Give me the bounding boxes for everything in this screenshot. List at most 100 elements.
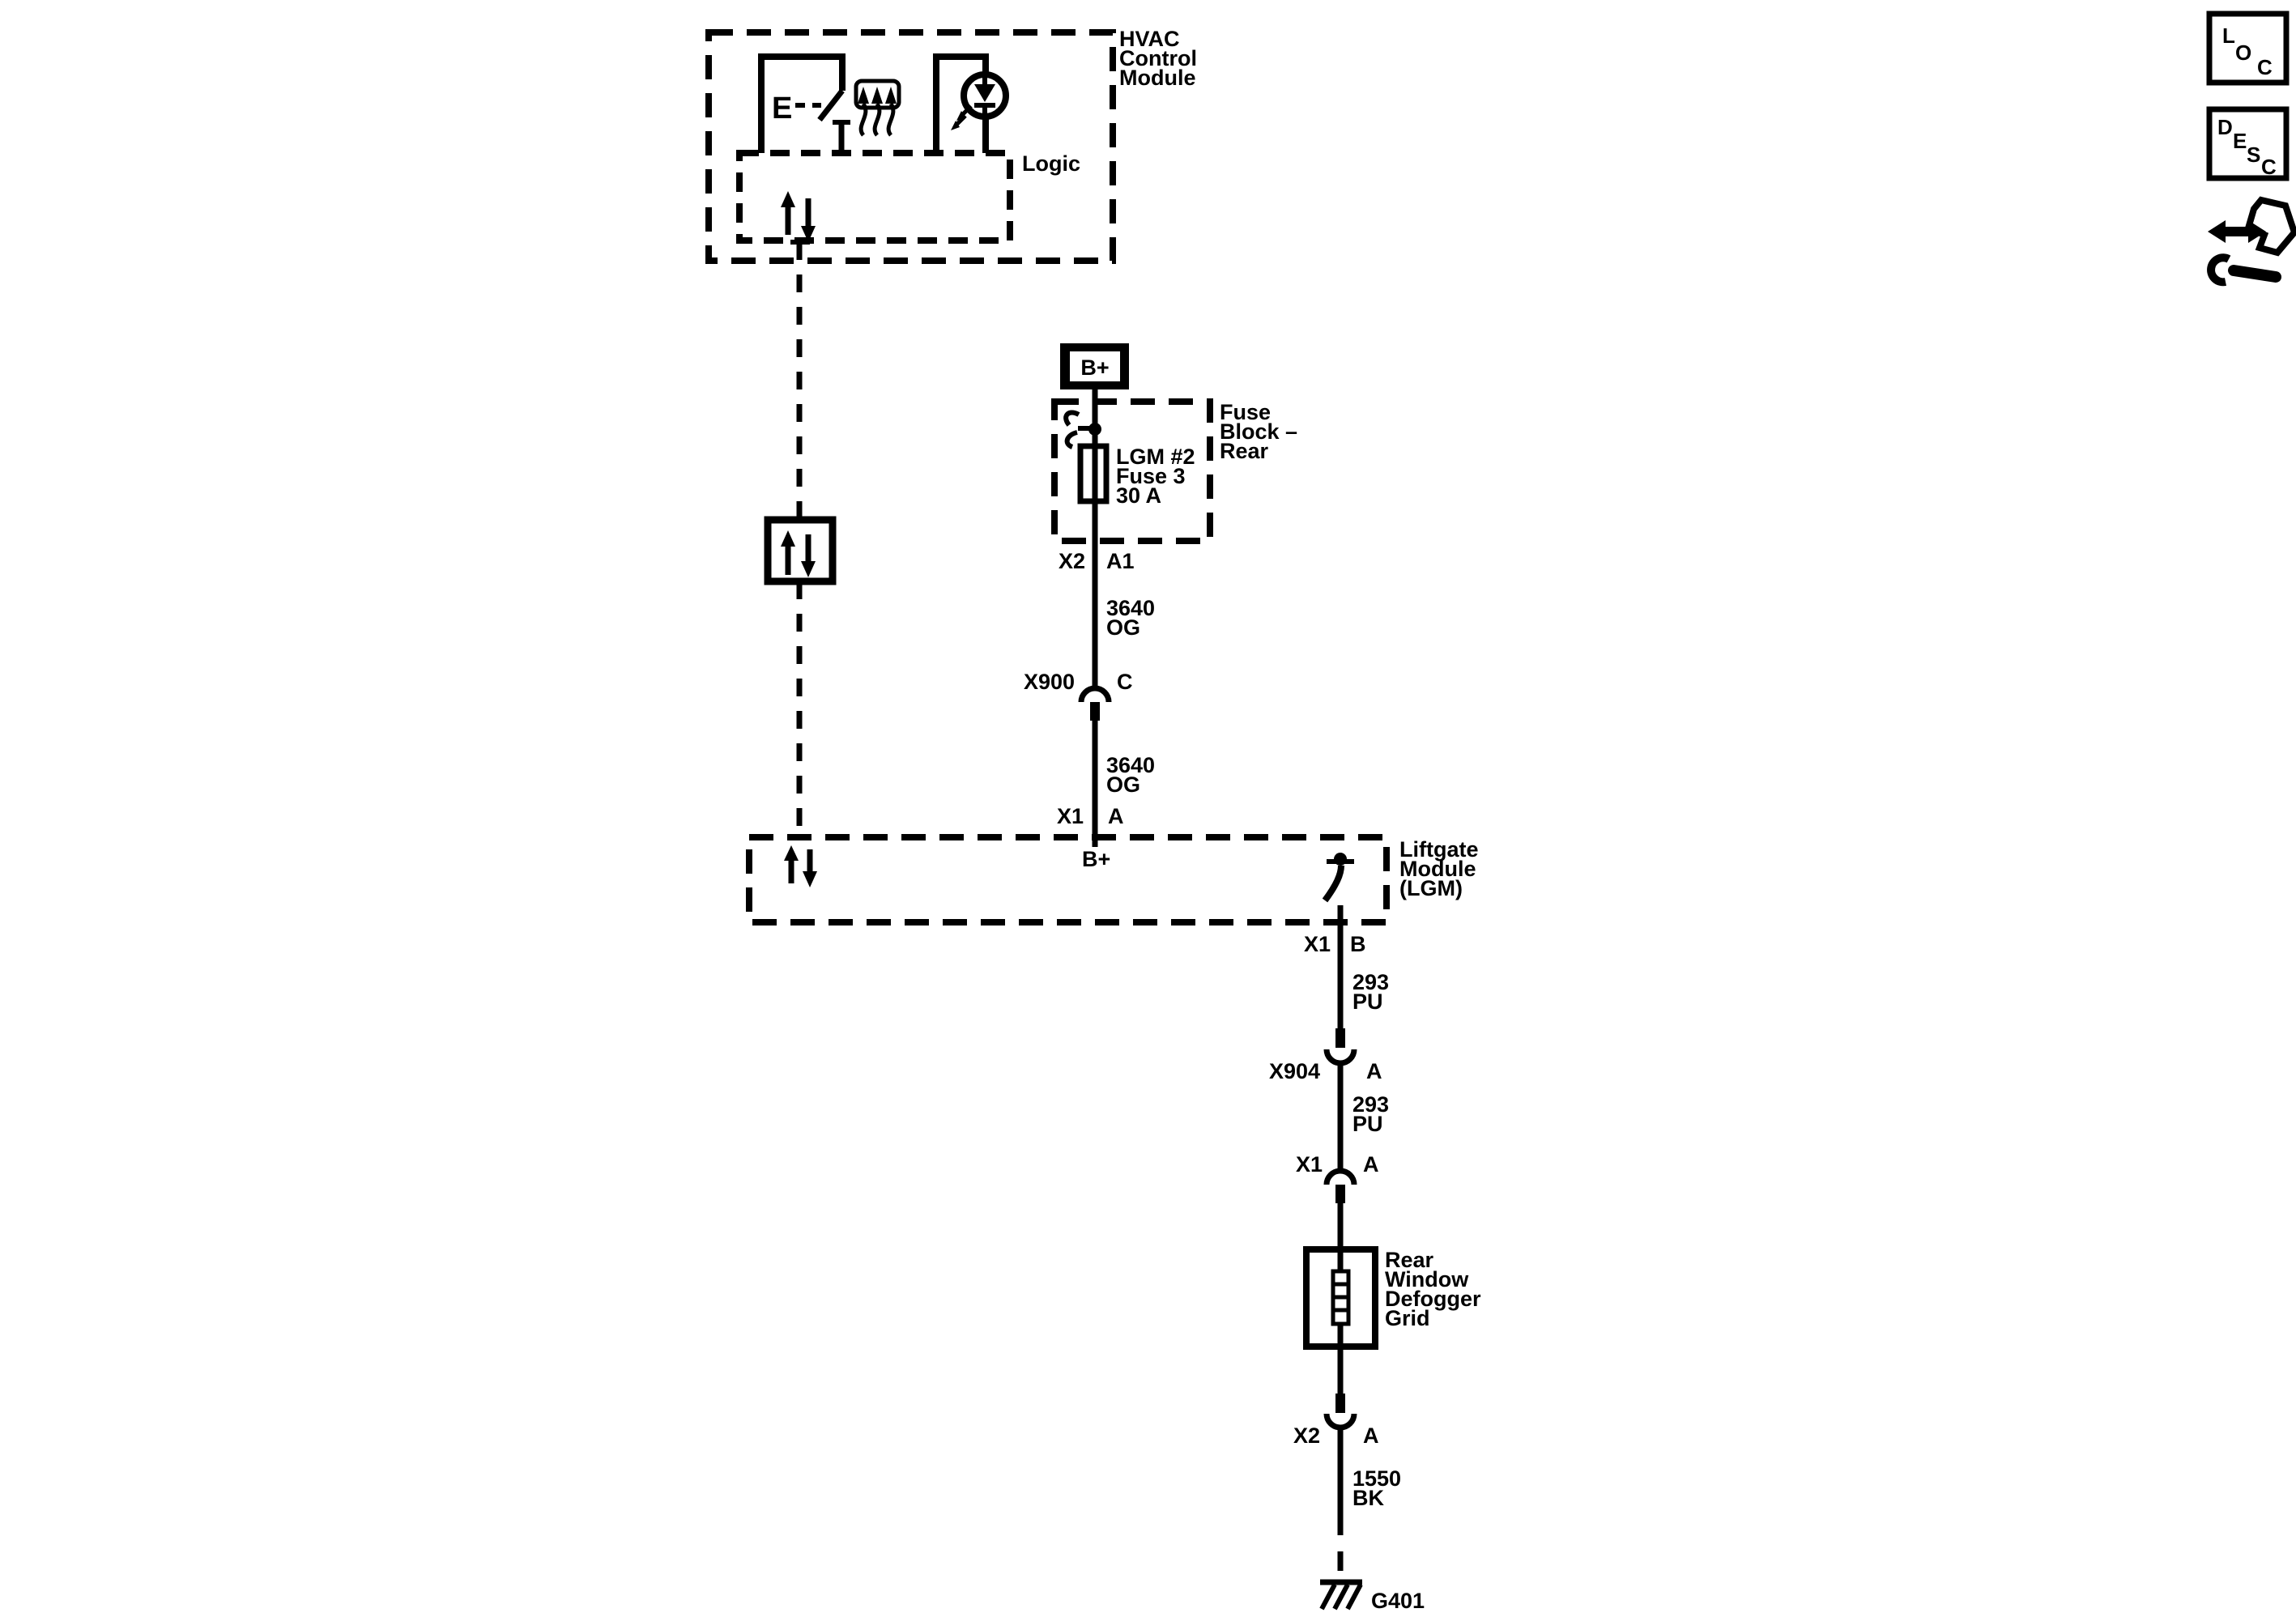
lgm-relay-contact	[1322, 853, 1354, 922]
loc-icon-frame	[2206, 11, 2290, 86]
serial-data-line	[764, 242, 837, 837]
ground-tooth	[1332, 1583, 1350, 1611]
desc-icon-letter: D	[2217, 115, 2233, 139]
contact-pivot-dot	[1334, 853, 1347, 866]
fuse-block-label-line2: Block –	[1220, 419, 1297, 444]
connector-pin: A1	[1106, 549, 1135, 573]
connector-lgm-out: X1 B	[1304, 932, 1366, 956]
switch-actuator-label: E	[772, 91, 792, 126]
logic-outline	[736, 150, 1013, 244]
repair-parts-icon[interactable]	[2207, 196, 2296, 287]
connector-name: X904	[1269, 1059, 1320, 1083]
wire-label-293-pu-lower: 293 PU	[1352, 1092, 1389, 1136]
lgm-label-line1: Liftgate	[1399, 837, 1479, 862]
desc-icon-letter: S	[2247, 143, 2260, 167]
wire-color-code: OG	[1106, 772, 1140, 797]
connector-grid-out: X2 A	[1293, 1394, 1379, 1448]
connector-socket-arc	[1323, 1049, 1357, 1066]
connector-grid-in: X1 A	[1296, 1152, 1379, 1203]
connector-name: X1	[1057, 804, 1084, 828]
wire-circuit-number: 3640	[1106, 596, 1155, 620]
grid-label-line3: Defogger	[1385, 1287, 1481, 1311]
rear-window-defogger-grid: Rear Window Defogger Grid	[1303, 1246, 1481, 1350]
wire-circuit-number: 293	[1352, 970, 1389, 994]
serial-down-arrowhead	[803, 871, 817, 887]
switch-blade	[817, 88, 845, 122]
led-emission-arrowhead	[951, 121, 960, 130]
hvac-module-label-line1: HVAC	[1119, 27, 1180, 51]
connector-pin: A	[1108, 804, 1124, 828]
defog-icon-arrowhead	[858, 87, 869, 104]
connector-socket-arc	[1078, 685, 1112, 703]
desc-icon-letter: E	[2233, 129, 2247, 153]
desc-icon-frame	[2206, 106, 2290, 181]
switch-body	[758, 53, 846, 153]
led-diode-triangle	[974, 84, 995, 102]
connector-pin: A	[1363, 1423, 1379, 1448]
wire-color-code: PU	[1352, 1112, 1383, 1136]
connector-pin: A	[1366, 1059, 1382, 1083]
loc-icon[interactable]: L O C	[2206, 11, 2290, 86]
connector-name: X1	[1304, 932, 1331, 956]
defog-icon-wave	[886, 102, 896, 137]
connector-pin-terminal	[1335, 1028, 1345, 1048]
fuse-block-outline	[1051, 398, 1213, 544]
b-plus-box-inner	[1070, 351, 1120, 381]
connector-name: X2	[1059, 549, 1085, 573]
connector-socket-arc	[1323, 1413, 1357, 1431]
hvac-module-label-line2: Control	[1119, 46, 1197, 70]
fuse-label-line2: Fuse 3	[1116, 464, 1186, 488]
defog-icon-arrowhead	[885, 87, 897, 104]
fuse-symbol	[1077, 443, 1110, 504]
liftgate-module: Liftgate Module (LGM) B+	[746, 834, 1479, 926]
serial-down-arrowhead	[801, 226, 816, 242]
wrench-handle-icon	[2228, 265, 2281, 283]
serial-link-box	[764, 516, 837, 585]
lgm-outline	[746, 834, 1390, 926]
loc-icon-letter: O	[2235, 40, 2251, 65]
logic-label: Logic	[1022, 151, 1080, 176]
logic-block: Logic	[736, 150, 1080, 245]
desc-icon[interactable]: D E S C	[2206, 106, 2290, 181]
connector-pin: B	[1350, 932, 1366, 956]
lgm-serial-arrows	[784, 845, 817, 887]
wire-label-1550-bk: 1550 BK	[1352, 1466, 1401, 1510]
ground-g401: G401	[1319, 1579, 1425, 1613]
serial-up-arrowhead	[784, 845, 799, 861]
grid-label-line4: Grid	[1385, 1306, 1430, 1330]
connector-socket-arc	[1323, 1168, 1357, 1185]
connector-pin: C	[1117, 670, 1133, 694]
inline-connector-x904: X904 A	[1269, 1028, 1382, 1083]
connector-pin-terminal	[1335, 1185, 1345, 1203]
inline-connector-x900: X900 C	[1024, 670, 1133, 721]
serial-down-arrowhead	[801, 561, 816, 577]
defogger-switch-symbol: E	[758, 53, 850, 153]
loc-icon-letter: C	[2257, 55, 2273, 79]
wire-color-code: OG	[1106, 615, 1140, 640]
hvac-module-outline	[705, 29, 1116, 264]
connector-pin-terminal	[1335, 1394, 1345, 1413]
fuse-block-label-line1: Fuse	[1220, 400, 1271, 424]
connector-name: X900	[1024, 670, 1075, 694]
serial-data-link-symbol	[764, 516, 837, 585]
ground-label: G401	[1371, 1589, 1425, 1613]
grid-label-line1: Rear	[1385, 1248, 1434, 1272]
defog-icon-wave	[872, 102, 882, 137]
wire-color-code: PU	[1352, 989, 1383, 1014]
wrench-head-icon	[2207, 253, 2231, 287]
double-arrow-icon	[2208, 220, 2266, 243]
wire-circuit-number: 293	[1352, 1092, 1389, 1117]
fuse-label-line1: LGM #2	[1116, 445, 1195, 469]
contact-blade	[1322, 865, 1344, 903]
defog-icon-wave	[858, 102, 868, 137]
serial-up-arrowhead	[781, 530, 795, 547]
fuse-label-line3: 30 A	[1116, 483, 1161, 508]
lgm-label-line3: (LGM)	[1399, 876, 1463, 900]
connector-fuseblock-out: X2 A1	[1059, 549, 1135, 573]
desc-icon-letter: C	[2261, 155, 2277, 179]
fuse-block-rear: Fuse Block – Rear LGM #2 Fuse 3 30 A	[1051, 398, 1297, 544]
wire-label-3640-og-lower: 3640 OG	[1106, 753, 1155, 797]
wire-circuit-number: 3640	[1106, 753, 1155, 777]
